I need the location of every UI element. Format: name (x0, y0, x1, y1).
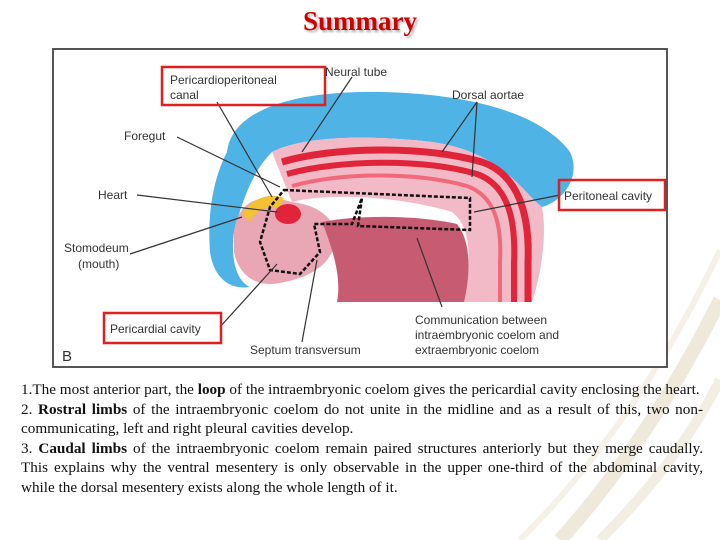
dorsal-aorta-stripe-2 (286, 159, 518, 302)
summary-point-2: 2. Rostral limbs of the intraembryonic c… (21, 400, 703, 439)
point-text: of the intraembryonic coelom remain pair… (21, 439, 703, 496)
label-pericardial-cavity: Pericardial cavity (110, 322, 201, 336)
label-stomodeum-2: (mouth) (78, 257, 119, 271)
point-text: of the intraembryonic coelom gives the p… (225, 381, 700, 398)
point-text: The most anterior part, the (32, 381, 198, 398)
point-number: 1. (21, 381, 33, 398)
panel-letter: B (62, 348, 72, 365)
neural-tube-shape (209, 91, 574, 288)
dorsal-aorta-stripe-1 (280, 146, 532, 302)
label-heart: Heart (98, 188, 128, 202)
slide-title: Summary (303, 6, 417, 36)
point-text: of the intraembryonic coelom do not unit… (21, 400, 704, 438)
intraembryonic-coelom-outline (258, 188, 472, 276)
summary-point-3: 3. Caudal limbs of the intraembryonic co… (21, 439, 703, 498)
label-pericardioperitoneal-2: canal (170, 88, 199, 102)
label-peritoneal-cavity: Peritoneal cavity (564, 189, 652, 203)
embryo-diagram: Pericardioperitoneal canal Neural tube D… (52, 48, 668, 368)
point-key-term: loop (197, 381, 226, 398)
label-communication-3: extraembryonic coelom (415, 343, 539, 357)
label-communication-2: intraembryonic coelom and (415, 328, 559, 342)
summary-point-1: 1.The most anterior part, the loop of th… (21, 380, 703, 400)
highlight-box-pericardioperitoneal (160, 65, 327, 107)
highlight-box-pericardial (102, 311, 223, 345)
summary-text: 1.The most anterior part, the loop of th… (21, 380, 703, 498)
ventral-tissue (234, 198, 336, 285)
dorsal-aorta-stripe-3 (291, 173, 503, 302)
label-dorsal-aortae: Dorsal aortae (452, 88, 524, 102)
label-communication-1: Communication between (415, 313, 547, 327)
point-key-term: Caudal limbs (38, 439, 128, 457)
point-number: 3. (21, 439, 39, 457)
heart-shape (275, 204, 301, 224)
label-septum-transversum: Septum transversum (250, 343, 361, 357)
label-pericardioperitoneal-1: Pericardioperitoneal (170, 73, 277, 87)
highlight-box-peritoneal (557, 178, 666, 212)
label-neural-tube: Neural tube (325, 65, 387, 79)
label-stomodeum-1: Stomodeum (64, 241, 129, 255)
leader-lines (129, 76, 561, 343)
label-foregut: Foregut (124, 129, 166, 143)
point-key-term: Rostral limbs (38, 400, 128, 418)
point-number: 2. (21, 400, 39, 418)
